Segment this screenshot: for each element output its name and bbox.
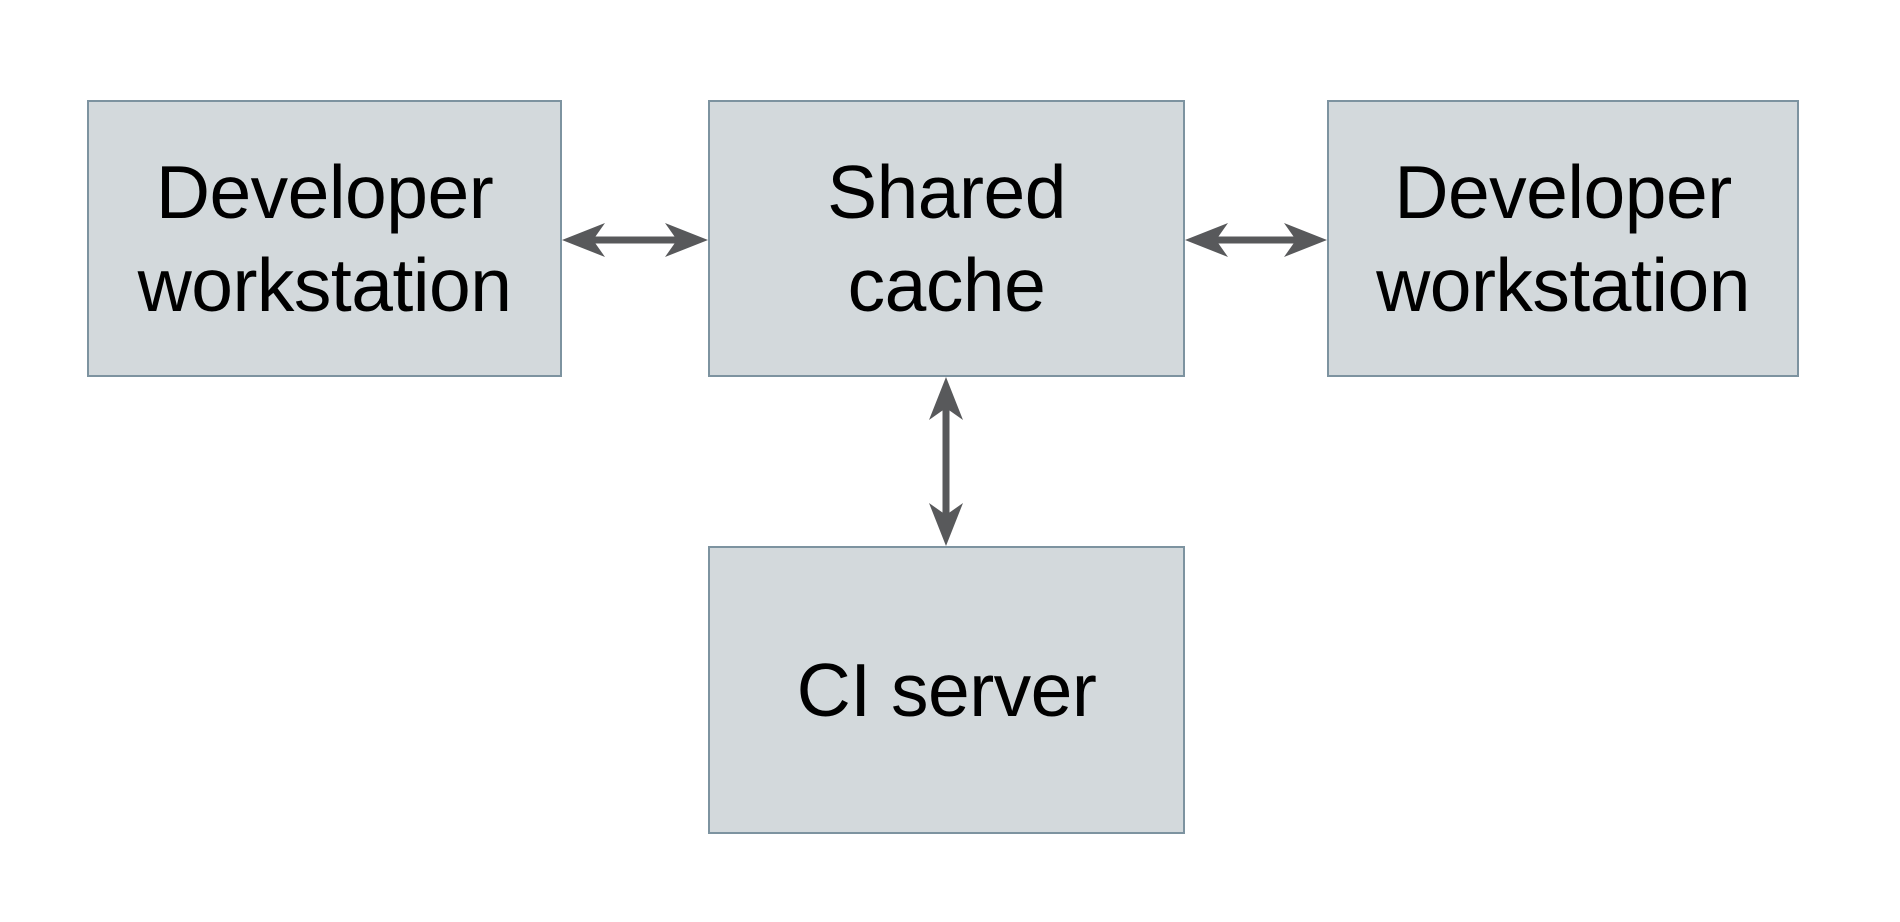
bidirectional-arrow-icon-left-workstation-shared-cache [562,223,708,257]
node-developer-workstation-right-label: Developer workstation [1376,149,1750,327]
node-developer-workstation-left-label: Developer workstation [137,149,512,327]
node-developer-workstation-right: Developer workstation [1327,100,1799,377]
bidirectional-arrow-icon-shared-cache-right-workstation [1185,223,1327,257]
node-shared-cache: Shared cache [708,100,1185,377]
node-developer-workstation-left: Developer workstation [87,100,562,377]
bidirectional-arrow-icon-shared-cache-ci-server [929,377,963,546]
node-ci-server: CI server [708,546,1185,834]
node-ci-server-label: CI server [796,647,1097,732]
node-shared-cache-label: Shared cache [827,149,1066,327]
